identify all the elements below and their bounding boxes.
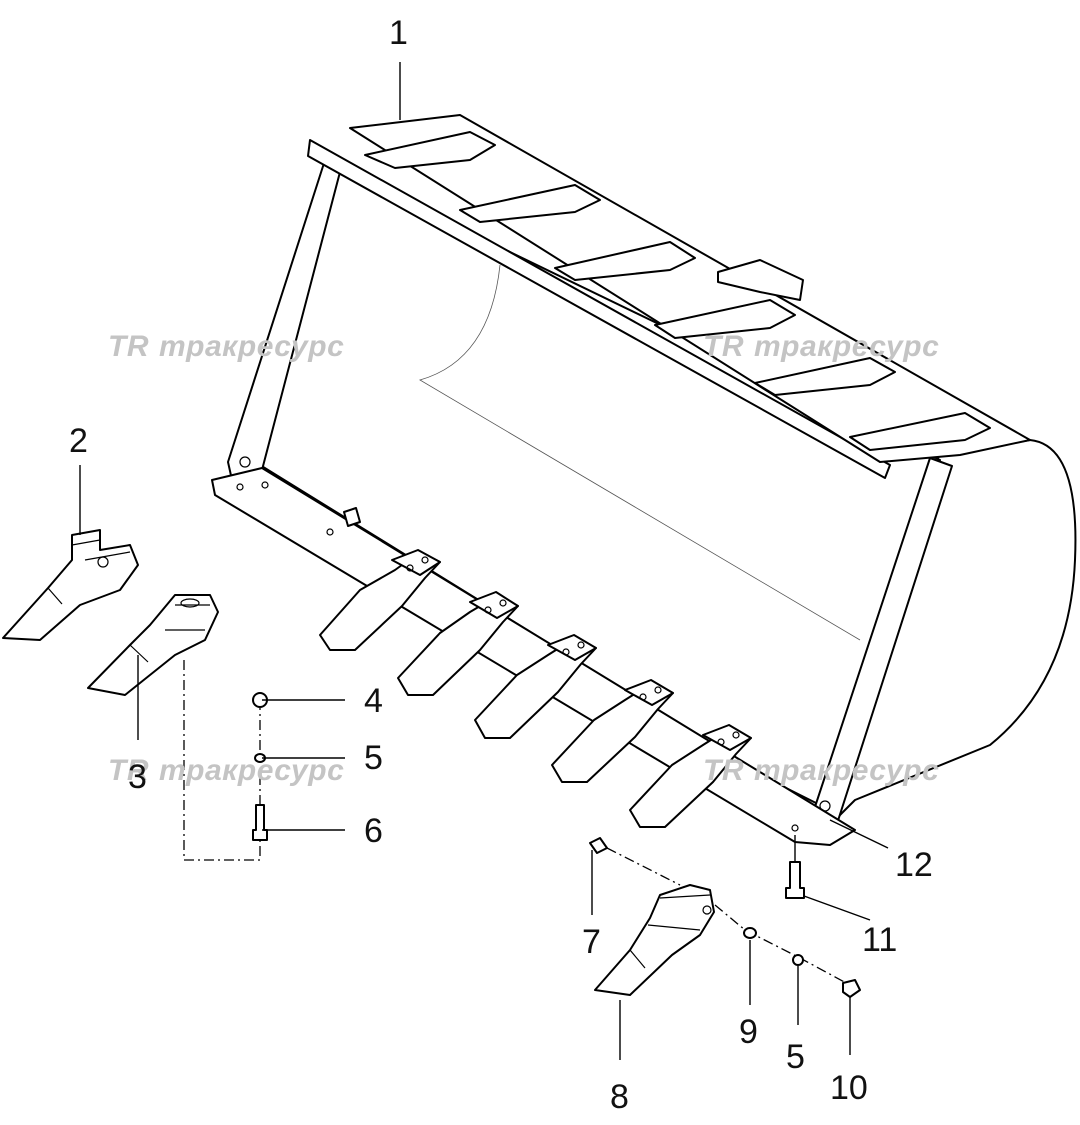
callout-5-right: 5 (786, 1038, 805, 1076)
watermark-text: тракресурс (159, 754, 345, 787)
part-10-nut (842, 979, 861, 998)
watermark-text: тракресурс (754, 330, 940, 363)
callout-8: 8 (610, 1078, 629, 1116)
top-bracket (717, 259, 804, 301)
watermark-logo: TR (703, 330, 744, 363)
bucket-floor-curve (418, 264, 861, 641)
top-rib-1 (364, 131, 496, 169)
callout-12: 12 (895, 846, 933, 884)
bucket-right-side-plate (824, 439, 1077, 831)
watermark-bottom-left: TR тракресурс (108, 754, 344, 788)
watermark-top-right: TR тракресурс (703, 330, 939, 364)
top-rail (307, 139, 891, 479)
leader-lines (79, 62, 889, 1060)
callout-6: 6 (364, 812, 383, 850)
top-rib-5 (754, 357, 896, 396)
callout-1: 1 (389, 14, 408, 52)
watermark-logo: TR (108, 330, 149, 363)
watermark-text: тракресурс (754, 754, 940, 787)
part-5-washer-right (792, 954, 804, 966)
assembly-line-left (183, 660, 261, 861)
part-8-tooth (594, 884, 715, 996)
left-pivot-hole (239, 456, 251, 468)
callout-10: 10 (830, 1069, 868, 1107)
tooth-row (319, 549, 752, 828)
watermark-text: тракресурс (159, 330, 345, 363)
part-11-bolt (785, 861, 805, 899)
watermark-logo: TR (703, 754, 744, 787)
top-rib-6 (849, 412, 991, 451)
callout-9: 9 (739, 1013, 758, 1051)
top-rib-3 (554, 241, 696, 281)
part-9-washer (743, 927, 757, 939)
watermark-top-left: TR тракресурс (108, 330, 344, 364)
callout-4: 4 (364, 682, 383, 720)
top-rib-2 (459, 184, 601, 223)
bucket-assembly (211, 114, 1077, 846)
callout-7: 7 (582, 923, 601, 961)
assembly-line-right (606, 847, 851, 986)
part-6-bolt (252, 804, 268, 841)
callout-11: 11 (862, 921, 898, 959)
watermark-logo: TR (108, 754, 149, 787)
callout-2: 2 (69, 422, 88, 460)
callout-3: 3 (128, 758, 147, 796)
grease-fitting (343, 507, 361, 527)
callout-5-left: 5 (364, 739, 383, 777)
part-3-tooth (87, 594, 219, 696)
part-2-tooth (2, 529, 139, 641)
watermark-bottom-right: TR тракресурс (703, 754, 939, 788)
top-rib-4 (654, 299, 796, 339)
